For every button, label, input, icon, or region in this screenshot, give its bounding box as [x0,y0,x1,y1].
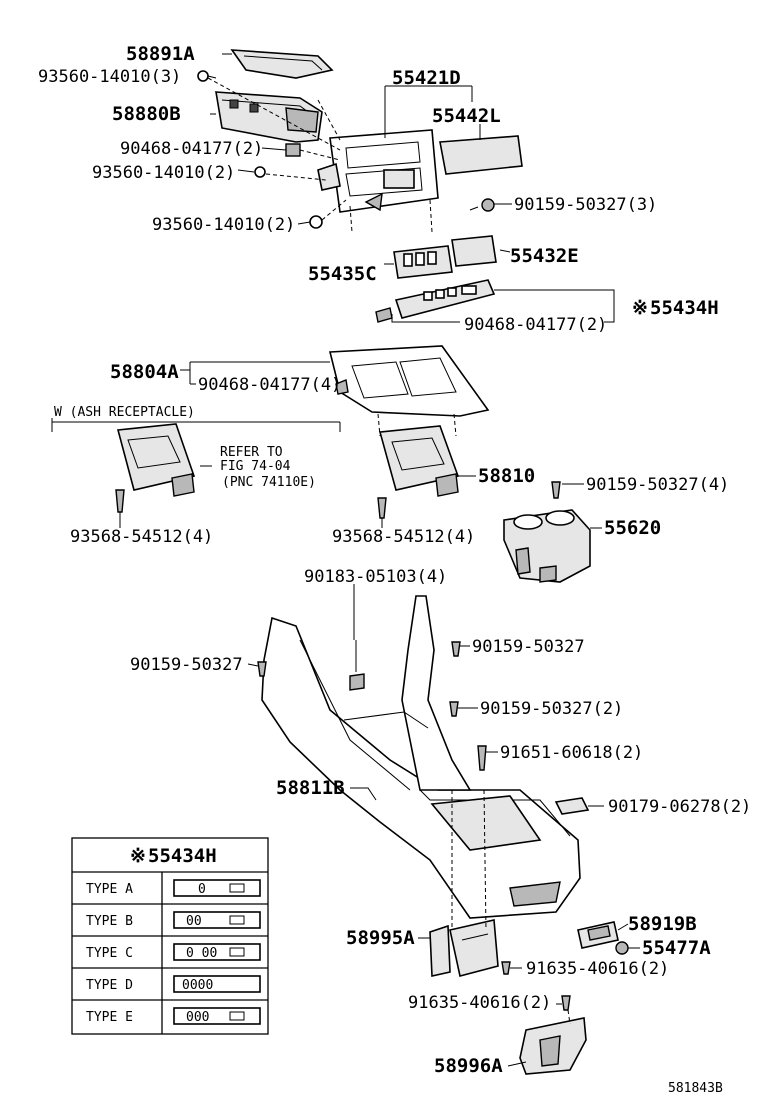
screw-90159-pair-icon [449,701,459,717]
callout-58996A: 58996A [434,1055,503,1077]
legend-switch-b-label: 00 [186,914,202,929]
callout-90159-50327-4: 90159-50327(4) [586,475,729,495]
callout-90159-50327-b: 90159-50327 [130,655,243,675]
screw-93560-low-icon [309,215,323,229]
legend-type-a: TYPE A [86,882,133,897]
legend-switch-a-label: 0 [198,882,206,897]
screw-93568-mid-icon [377,497,387,528]
ash-note-refer-2: FIG 74-04 [220,459,291,474]
screw-93560-top-icon [197,70,217,82]
callout-55434H: 55434H [650,297,719,319]
ash-note-title: W (ASH RECEPTACLE) [54,405,195,420]
screw-91635-low-icon [561,995,571,1011]
figure-id: 581843B [668,1081,723,1096]
part-55620-cupholder [503,509,591,583]
callout-55477A: 55477A [642,937,711,959]
legend-switch-c-label: 0 00 [186,946,217,961]
callout-93560-14010-3: 93560-14010(3) [38,67,181,87]
callout-90179-06278-2: 90179-06278(2) [608,797,751,817]
legend-type-b: TYPE B [86,914,133,929]
callout-90159-50327-3: 90159-50327(3) [514,195,657,215]
callout-90159-50327-2: 90159-50327(2) [480,699,623,719]
screw-90159-right-icon [451,641,461,657]
part-ash-receptacle-w [116,423,196,497]
legend-table: ※ 55434H TYPE A TYPE B TYPE C TYPE D TYP… [71,837,269,1035]
callout-55435C: 55435C [308,263,377,285]
part-55477A-cap [615,941,629,955]
callout-90468-04177-2a: 90468-04177(2) [120,139,263,159]
callout-55620: 55620 [604,517,661,539]
callout-58811B: 58811B [276,777,345,799]
legend-header: 55434H [148,845,217,867]
ref-mark-55434H: ※ [632,297,648,319]
part-58995A-bracket [429,919,499,977]
legend-switch-e-label: 000 [186,1010,209,1025]
callout-91635-40616-a: 91635-40616(2) [526,959,669,979]
part-58804A-panel [328,345,490,417]
ash-note-refer-3: (PNC 74110E) [222,475,316,490]
legend-switch-a [173,879,261,897]
screw-91635-right-icon [501,961,511,975]
screw-93568-left-icon [115,489,125,528]
callout-55442L: 55442L [432,105,501,127]
callout-58919B: 58919B [628,913,697,935]
screw-93560-mid-icon [254,166,266,178]
legend-type-c: TYPE C [86,946,133,961]
part-58810-ashtray [378,425,460,497]
legend-switch-d [173,975,261,993]
legend-type-d: TYPE D [86,978,133,993]
screw-90159-cup-icon [551,481,561,499]
screw-90159-top-icon [469,198,495,212]
screw-91651-icon [477,745,487,771]
callout-55421D: 55421D [392,67,461,89]
callout-93560-14010-2a: 93560-14010(2) [92,163,235,183]
callout-93568-54512-mid: 93568-54512(4) [332,527,475,547]
callout-58880B: 58880B [112,103,181,125]
legend-ref-mark: ※ [130,845,146,867]
callout-91635-40616-b: 91635-40616(2) [408,993,551,1013]
screw-90159-left-icon [257,661,267,677]
callout-91651-60618-2: 91651-60618(2) [500,743,643,763]
ash-note-refer-1: REFER TO [220,445,283,460]
part-55432E-plate [451,235,497,267]
part-58996A-bracket [519,1017,587,1075]
clip-90468-top-icon [285,143,301,157]
part-55442L-plate [439,135,523,175]
part-58919B-bezel [577,921,619,949]
legend-switch-d-label: 0000 [182,978,213,993]
callout-58891A: 58891A [126,43,195,65]
callout-93568-54512-left: 93568-54512(4) [70,527,213,547]
callout-90183-05103-4: 90183-05103(4) [304,567,447,587]
callout-58810: 58810 [478,465,535,487]
callout-90468-04177-2b: 90468-04177(2) [464,315,607,335]
callout-58804A: 58804A [110,361,179,383]
part-58880B-box [215,91,323,143]
callout-90159-50327-a: 90159-50327 [472,637,585,657]
legend-type-e: TYPE E [86,1010,133,1025]
part-58811B-console [261,595,581,919]
part-55435C-switch [393,245,453,279]
callout-55432E: 55432E [510,245,579,267]
bracket-icon [317,162,341,191]
callout-58995A: 58995A [346,927,415,949]
part-58891A-lid [230,49,334,79]
part-90179-pad [554,797,590,815]
part-55421D-bezel [329,129,439,213]
part-55434H-switch [375,279,496,323]
callout-90468-04177-4: 90468-04177(4) [198,375,341,395]
callout-93560-14010-2b: 93560-14010(2) [152,215,295,235]
